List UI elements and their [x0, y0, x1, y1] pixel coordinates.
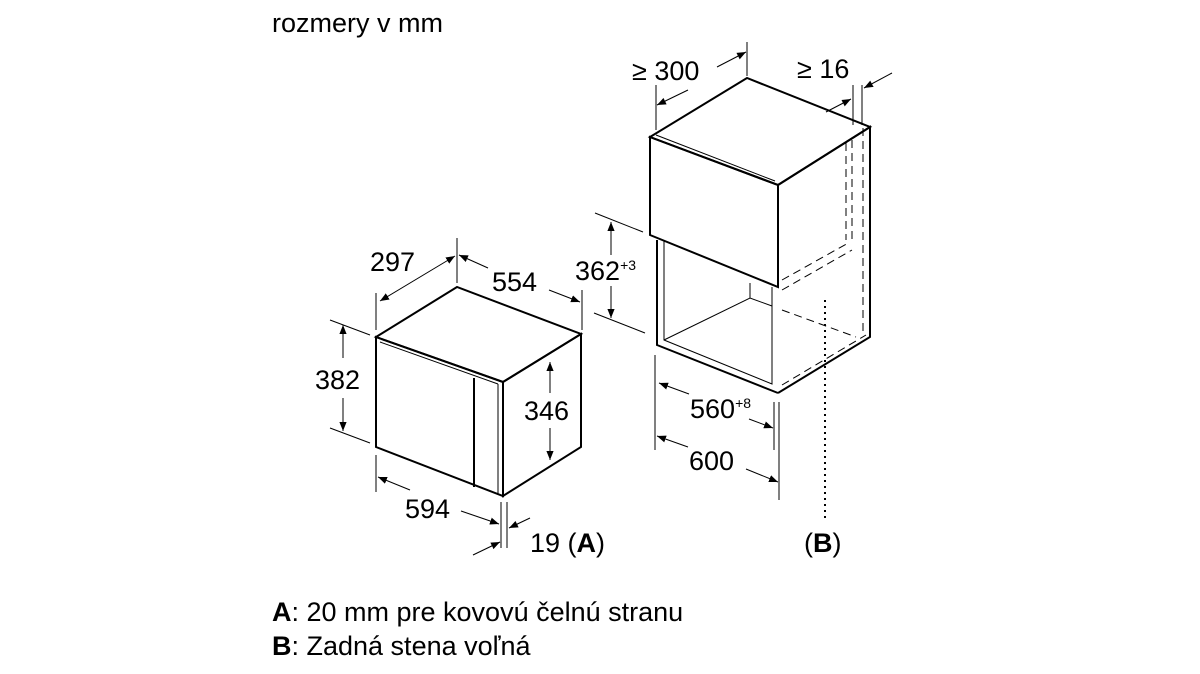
dim-rear-gap: ≥ 16 [797, 54, 849, 84]
legend-item-a: A: 20 mm pre kovovú čelnú stranu [272, 597, 684, 627]
dim-offset-19: 19 (A) [530, 528, 605, 558]
dim-niche-depth: ≥ 300 [632, 56, 699, 86]
dim-depth-297: 297 [370, 247, 415, 277]
diagram-title: rozmery v mm [272, 8, 443, 38]
microwave-drawing: 297 554 382 346 594 19 (A) [315, 238, 605, 558]
dim-outer-width: 600 [689, 446, 734, 476]
dim-niche-width: 560+8 [690, 394, 751, 424]
dim-width-594: 594 [405, 494, 450, 524]
rear-wall-ref: (B) [804, 528, 842, 558]
legend-item-b: B: Zadná stena voľná [272, 631, 531, 661]
dim-height-346: 346 [524, 396, 569, 426]
dim-width-554: 554 [492, 267, 537, 297]
dim-height-382: 382 [315, 365, 360, 395]
dim-niche-height: 362+3 [575, 256, 636, 286]
niche-drawing: ≥ 300 ≥ 16 362+3 560+8 600 (B) [575, 42, 893, 558]
